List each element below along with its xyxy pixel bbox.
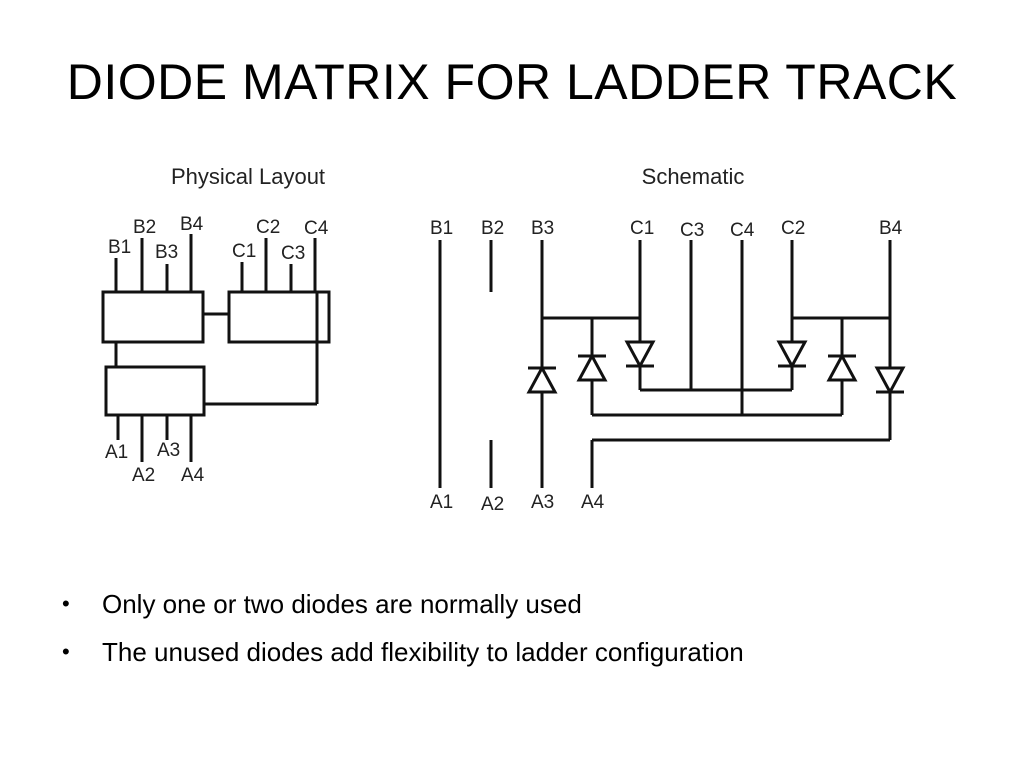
sch-label-a4: A4 <box>581 492 605 513</box>
sch-label-c4: C4 <box>730 220 755 241</box>
pl-label-b2: B2 <box>133 217 156 238</box>
schematic: Schematic <box>430 164 906 515</box>
sch-label-b3: B3 <box>531 218 554 239</box>
sch-label-a3: A3 <box>531 492 554 513</box>
module-box-b <box>101 290 205 344</box>
bullet-dot-icon: • <box>62 591 70 616</box>
bullet-item: • The unused diodes add flexibility to l… <box>62 628 744 676</box>
sch-label-b1: B1 <box>430 218 453 239</box>
sch-label-c3: C3 <box>680 220 704 241</box>
physical-layout: Physical Layout <box>101 164 331 486</box>
pl-label-a4: A4 <box>181 465 205 486</box>
module-box-a <box>104 365 206 417</box>
sch-label-a2: A2 <box>481 494 504 515</box>
pl-label-c4: C4 <box>304 218 329 239</box>
sch-label-b4: B4 <box>879 218 903 239</box>
bullet-text: Only one or two diodes are normally used <box>102 589 582 619</box>
diode-5 <box>826 354 858 382</box>
bullet-item: • Only one or two diodes are normally us… <box>62 580 744 628</box>
pl-label-b4: B4 <box>180 214 204 235</box>
diode-matrix-diagram: Physical Layout <box>101 164 906 515</box>
pl-label-a2: A2 <box>132 465 155 486</box>
pl-label-a3: A3 <box>157 440 180 461</box>
pl-label-b1: B1 <box>108 237 131 258</box>
slide-title: DIODE MATRIX FOR LADDER TRACK <box>66 54 958 110</box>
pl-label-a1: A1 <box>105 442 128 463</box>
diode-1 <box>526 366 558 394</box>
diode-3 <box>624 340 656 368</box>
sch-label-b2: B2 <box>481 218 504 239</box>
schematic-heading: Schematic <box>642 164 745 189</box>
bullet-list: • Only one or two diodes are normally us… <box>62 580 744 676</box>
physical-layout-heading: Physical Layout <box>171 164 325 189</box>
diode-2 <box>576 354 608 382</box>
diode-6 <box>874 366 906 394</box>
sch-label-c2: C2 <box>781 218 805 239</box>
module-box-c <box>227 290 331 344</box>
bullet-dot-icon: • <box>62 639 70 664</box>
diode-4 <box>776 340 808 368</box>
pl-label-c3: C3 <box>281 243 305 264</box>
pl-label-c1: C1 <box>232 241 256 262</box>
pl-label-c2: C2 <box>256 217 280 238</box>
sch-label-c1: C1 <box>630 218 654 239</box>
bullet-text: The unused diodes add flexibility to lad… <box>102 637 744 667</box>
sch-label-a1: A1 <box>430 492 453 513</box>
pl-label-b3: B3 <box>155 242 178 263</box>
